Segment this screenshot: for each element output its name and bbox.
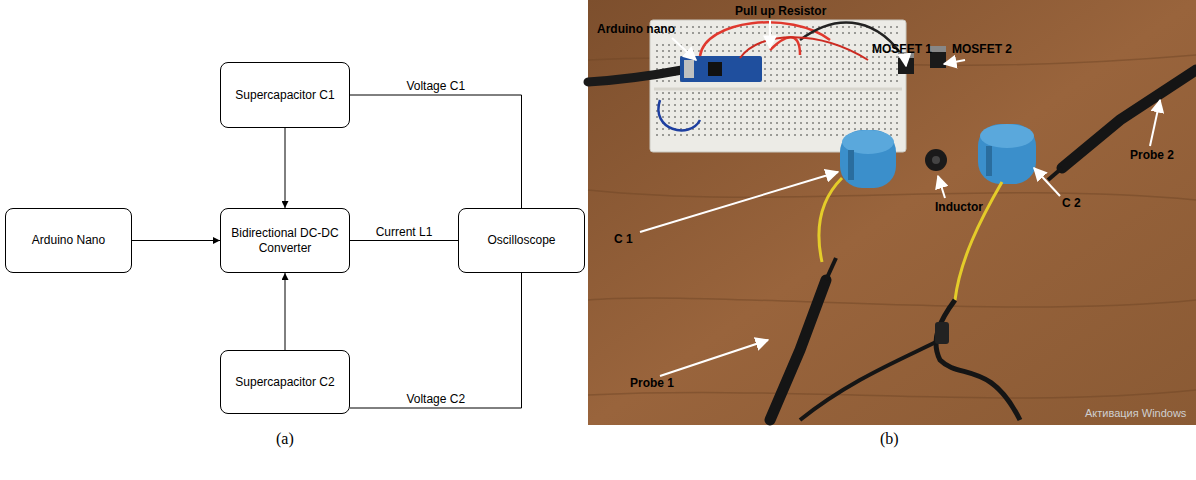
callout-arrows-part	[1150, 100, 1160, 146]
process-box: Supercapacitor C2	[220, 350, 350, 414]
wood-table-part	[588, 0, 1196, 425]
callout-label: Pull up Resistor	[735, 4, 826, 18]
capacitor-c2-part	[980, 124, 1034, 148]
jumper-wires-part	[770, 37, 800, 55]
jumper-wires-part	[658, 100, 700, 130]
capacitor-c2	[978, 124, 1036, 184]
inductor	[925, 149, 947, 171]
arduino-board-part	[680, 56, 762, 82]
probe-leads-part	[770, 280, 826, 420]
process-box: Arduino Nano	[5, 208, 132, 273]
box-label: Supercapacitor C2	[235, 375, 334, 389]
box-text-wrap: Supercapacitor C2	[235, 375, 334, 389]
callout-arrows-part	[660, 340, 768, 376]
connector	[132, 240, 220, 241]
callout-arrows-part	[905, 58, 906, 66]
breadboard-part	[654, 88, 902, 91]
connector	[350, 273, 522, 408]
process-box: Bidirectional DC-DC Converter	[220, 208, 350, 273]
box-text-wrap: Bidirectional DC-DC Converter	[227, 226, 343, 255]
watermark: Активация Windows	[1085, 407, 1186, 419]
mosfets-part	[930, 52, 946, 68]
callout-arrows	[640, 20, 1160, 376]
probe-leads-part	[935, 322, 949, 344]
probe-leads-part	[936, 300, 1020, 420]
callout-label: MOSFET 1	[872, 42, 932, 56]
signal-label: Voltage C1	[404, 79, 467, 93]
callout-label: C 2	[1062, 196, 1081, 210]
mosfets-part	[898, 58, 914, 74]
box-text-wrap: Arduino Nano	[32, 233, 105, 247]
callout-arrows-part	[938, 176, 945, 198]
capacitor-c1-part	[840, 130, 896, 188]
signal-label: Current L1	[374, 225, 435, 239]
usb-cable	[588, 70, 682, 82]
callout-label: Probe 1	[630, 376, 674, 390]
callout-label: Inductor	[935, 200, 983, 214]
wood-table-part	[588, 55, 1196, 398]
arduino-board-part	[708, 62, 722, 76]
wood-table	[588, 0, 1196, 425]
connector	[350, 95, 522, 208]
callout-arrows-part	[1034, 168, 1060, 196]
inductor-part	[925, 149, 947, 171]
box-text-wrap: Oscilloscope	[487, 233, 555, 247]
callout-label: Probe 2	[1130, 148, 1174, 162]
mosfets-part	[930, 46, 946, 52]
callout-label: MOSFET 2	[952, 42, 1012, 56]
box-label: Bidirectional DC-DC Converter	[227, 226, 343, 255]
panel-caption: (b)	[880, 430, 899, 448]
probe-leads-part	[826, 258, 836, 280]
breadboard-part	[656, 40, 900, 86]
callout-label: C 1	[614, 232, 633, 246]
box-label: Oscilloscope	[487, 233, 555, 247]
probe-leads-part	[1048, 168, 1062, 180]
probe-leads	[770, 70, 1196, 420]
process-box: Oscilloscope	[458, 208, 585, 273]
callout-arrows-part	[769, 20, 771, 48]
jumper-wires	[658, 22, 905, 130]
process-box: Supercapacitor C1	[220, 62, 350, 128]
box-label: Arduino Nano	[32, 233, 105, 247]
probe-leads-part	[800, 340, 940, 420]
signal-label: Voltage C2	[404, 392, 467, 406]
capacitor-c2-part	[986, 146, 992, 176]
breadboard-part	[656, 26, 900, 38]
panel-caption: (a)	[276, 430, 294, 448]
jumper-wires-part	[740, 37, 868, 60]
callout-label: Arduino nano	[597, 22, 675, 36]
capacitor-c1-part	[848, 150, 854, 180]
capacitor-c1	[840, 130, 896, 188]
usb-cable-part	[588, 70, 682, 82]
connector	[285, 128, 286, 208]
callout-arrows-part	[944, 60, 965, 64]
box-text-wrap: Supercapacitor C1	[235, 88, 334, 102]
arduino-board	[680, 56, 762, 82]
arduino-board-part	[684, 60, 694, 78]
inductor-part	[932, 156, 940, 164]
probe-leads-part	[955, 182, 1002, 300]
capacitor-c2-part	[978, 124, 1036, 184]
callout-arrows-part	[640, 172, 838, 232]
box-label: Supercapacitor C1	[235, 88, 334, 102]
connector	[350, 240, 458, 241]
probe-leads-part	[1062, 70, 1196, 168]
callout-arrows-part	[672, 38, 696, 60]
connector	[285, 273, 286, 350]
probe-leads-part	[819, 178, 842, 262]
